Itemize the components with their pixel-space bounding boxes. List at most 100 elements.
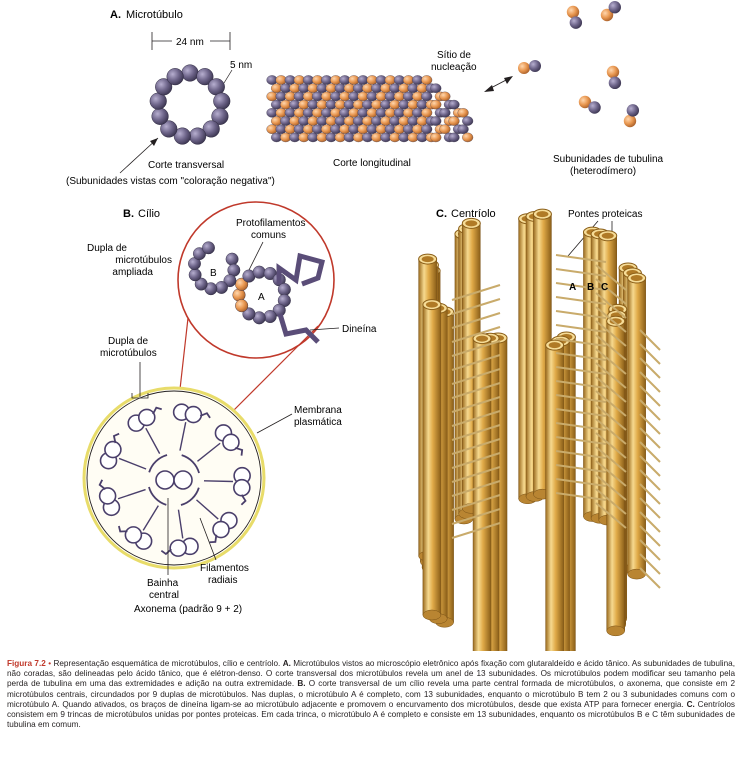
radial-spoke	[177, 509, 184, 539]
tubulin-beta	[569, 16, 583, 29]
sheath-label-2: central	[149, 590, 179, 601]
centriole-microtubule	[627, 272, 647, 580]
panel-a: A. Microtúbulo 24 nm 5 nm Corte transver…	[66, 1, 664, 187]
caption-background	[0, 651, 740, 770]
microtubule-doublet	[203, 466, 251, 506]
central-microtubule	[173, 470, 193, 490]
label-a-microtubule: A	[258, 292, 265, 303]
panel-a-title: Microtúbulo	[126, 9, 183, 21]
caption-c-letter: C.	[686, 699, 695, 709]
dimension-24nm: 24 nm	[151, 32, 231, 50]
axoneme	[98, 403, 251, 557]
doublet-amplified-label-3: ampliada	[112, 267, 153, 278]
figure-diagram: A. Microtúbulo 24 nm 5 nm Corte transver…	[66, 1, 664, 651]
tubulin-subunit	[457, 124, 469, 134]
tubulin-subunit	[439, 108, 451, 118]
panel-b-title: Cílio	[138, 208, 160, 220]
tubulin-subunit	[235, 299, 249, 313]
tubulin-subunit	[242, 307, 256, 321]
microtubule-doublet	[197, 424, 244, 462]
tubulin-subunit	[213, 92, 231, 110]
longitudinal-label: Corte longitudinal	[333, 158, 411, 169]
panel-a-letter: A.	[110, 9, 121, 21]
triplet-label-b: B	[587, 282, 594, 293]
radial-label-2: radiais	[208, 575, 237, 586]
cross-section-label: Corte transversal	[148, 160, 224, 171]
panel-c: C. Centríolo Pontes proteicas A B C	[418, 208, 661, 651]
centriole-microtubule	[472, 333, 492, 651]
tubulin-subunit	[462, 116, 474, 126]
protein-bridge	[555, 254, 607, 501]
dynein-arm	[112, 432, 120, 444]
central-microtubule	[155, 470, 175, 490]
tubulin-subunit	[151, 107, 169, 125]
caption-intro: Representação esquemática de microtúbulo…	[53, 659, 281, 668]
triplet-label-a: A	[569, 282, 576, 293]
tubulin-subunit	[421, 108, 433, 118]
tubulin-subunit	[457, 108, 469, 118]
caption-a-text: Microtúbulos vistos ao microscópio eletr…	[7, 659, 735, 689]
dynein-arm	[160, 548, 172, 556]
panel-b-letter: B.	[123, 208, 134, 220]
centriole-microtubule	[606, 315, 626, 637]
tubulin-subunit	[421, 91, 433, 102]
tubulin-subunit	[263, 310, 277, 324]
tubulin-alpha	[578, 95, 592, 109]
tubulin-subunit	[166, 68, 184, 86]
tubulin-subunit	[277, 282, 291, 296]
tubulin-subunit	[223, 274, 237, 288]
tubulin-subunit	[439, 91, 451, 102]
tubulin-subunit	[430, 116, 442, 126]
dynein-arms	[276, 252, 326, 344]
tubulin-subunit	[232, 288, 246, 302]
tubulin-subunit	[430, 132, 442, 143]
caption-c-text: Centríolos consistem em 9 trincas de mic…	[7, 699, 735, 730]
tubulin-alpha	[606, 65, 620, 79]
membrane-label-2: plasmática	[294, 417, 342, 428]
tubulin-subunit	[160, 120, 178, 138]
radial-spoke	[142, 505, 159, 531]
microtubule-doublet	[127, 406, 162, 454]
svg-text:24 nm: 24 nm	[176, 37, 204, 48]
tubulin-subunit	[430, 99, 442, 110]
protein-bridge	[595, 264, 627, 529]
protofilaments-label-2: comuns	[251, 230, 286, 241]
figure-number: Figura 7.2	[7, 659, 46, 668]
centriole-microtubule	[422, 299, 442, 621]
magnified-doublet-circle	[177, 201, 335, 359]
tubulin-subunit	[155, 78, 173, 96]
tubulin-subunit	[421, 75, 433, 85]
tubulin-subunit	[448, 132, 460, 143]
tubulin-subunit	[194, 277, 208, 291]
tubulin-subunit	[173, 127, 191, 145]
dimension-5nm: 5 nm	[230, 60, 252, 71]
cross-section-sublabel: (Subunidades vistas com "coloração negat…	[66, 176, 275, 187]
tubulin-alpha	[600, 8, 614, 22]
microtubule-doublet	[196, 499, 238, 544]
caption-bullet: •	[48, 659, 52, 668]
tubulin-subunit	[211, 107, 229, 125]
nucleation-arrow	[484, 76, 513, 92]
microtubule-doublet	[160, 509, 199, 557]
tubulin-beta	[608, 76, 622, 90]
tubulin-alpha	[566, 5, 580, 19]
tubulin-subunit	[202, 241, 215, 255]
cross-section-ring	[149, 64, 231, 145]
centriole	[418, 208, 661, 651]
central-sheath	[148, 486, 167, 506]
tubulin-label-1: Subunidades de tubulina	[553, 154, 664, 165]
dynein-arm	[199, 412, 211, 419]
panel-c-letter: C.	[436, 208, 447, 220]
microtubule-doublet	[99, 432, 147, 470]
radial-spoke	[197, 442, 221, 462]
nucleation-label-1: Sítio de	[437, 50, 471, 61]
tubulin-subunit	[430, 83, 442, 93]
dynein-arm	[235, 446, 244, 456]
caption-a-letter: A.	[282, 659, 291, 668]
radial-spoke	[203, 480, 233, 483]
radial-spoke	[179, 422, 187, 451]
sheath-label-1: Bainha	[147, 578, 179, 589]
longitudinal-section	[266, 75, 474, 143]
radial-spoke	[145, 427, 161, 454]
doublet-amplified-label-1: Dupla de	[87, 243, 127, 254]
